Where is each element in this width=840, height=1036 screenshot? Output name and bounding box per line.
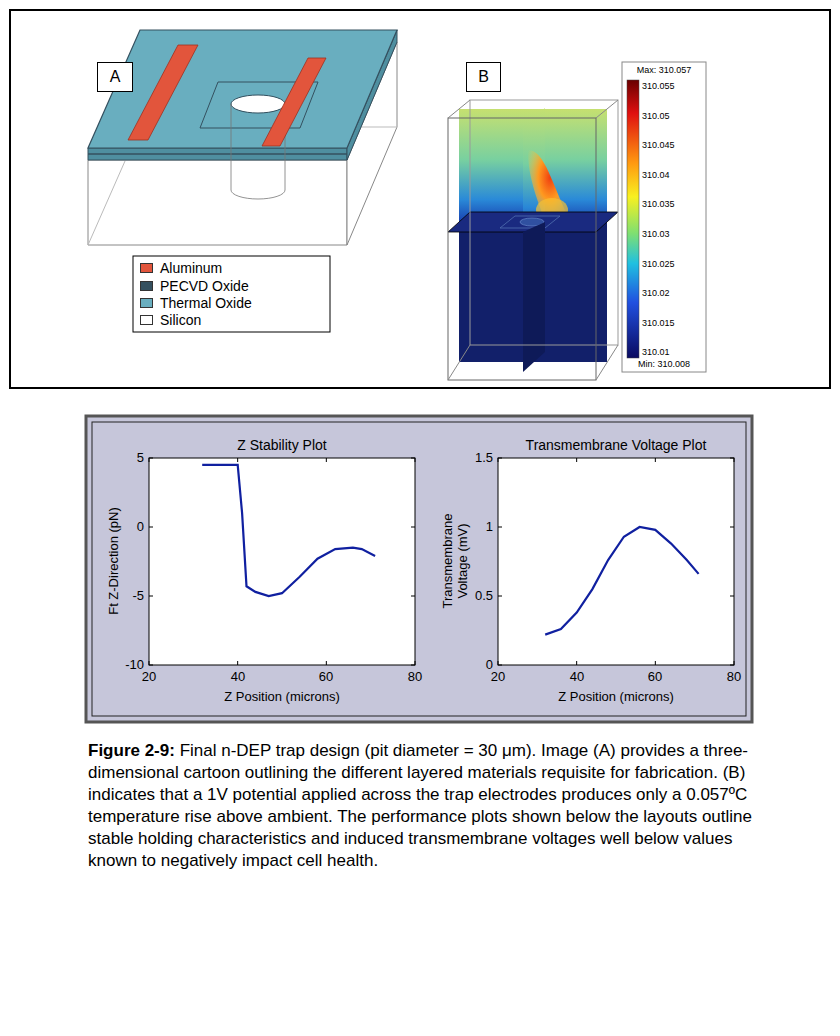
legend-swatch: [140, 281, 153, 291]
tick-label: 20: [491, 670, 505, 685]
tick-label: 80: [727, 670, 741, 685]
colorbar-tick: 310.01: [642, 347, 670, 357]
axis-ticks: [149, 458, 734, 665]
chip-cartoon: [88, 30, 397, 245]
colorbar-max: Max: 310.057: [637, 65, 692, 75]
colorbar-tick: 310.05: [642, 110, 670, 120]
legend-text: Aluminum: [160, 260, 222, 276]
legend-box: [133, 256, 330, 332]
plot-title: Transmembrane Voltage Plot: [526, 437, 707, 453]
axis-title: Z Position (microns): [224, 690, 340, 705]
plot-title: Z Stability Plot: [237, 437, 326, 453]
top-panel: [10, 10, 830, 388]
tick-label: 1.5: [475, 451, 493, 466]
tick-label: 20: [142, 670, 156, 685]
panel-letter-box: B: [466, 62, 501, 92]
colorbar-tick: 310.025: [642, 258, 675, 268]
plot-panel-inner: [92, 422, 746, 716]
tick-label: 5: [137, 451, 144, 466]
voltage-curve: [545, 527, 698, 635]
tick-label: 80: [408, 670, 422, 685]
panel-letter: A: [110, 68, 121, 86]
tick-label: 40: [570, 670, 584, 685]
tick-label: 0.5: [475, 589, 493, 604]
plot-axes: [498, 458, 734, 665]
colorbar-tick: 310.045: [642, 140, 675, 150]
colorbar: [627, 80, 639, 358]
axis-title: Z Position (microns): [558, 690, 674, 705]
tick-label: -10: [125, 658, 144, 673]
tick-label: 60: [319, 670, 333, 685]
plot-axes: [149, 458, 415, 665]
colorbar-tick: 310.03: [642, 229, 670, 239]
legend-text: PECVD Oxide: [160, 278, 249, 294]
thermal-simulation: [448, 100, 618, 380]
legend-text: Thermal Oxide: [160, 295, 252, 311]
legend-swatch: [140, 315, 153, 325]
axis-title: Transmembrane Voltage (mV): [441, 501, 471, 621]
axis-title: Ft Z-Direction (pN): [107, 507, 122, 615]
panel-letter: B: [478, 68, 489, 86]
tick-label: 60: [648, 670, 662, 685]
tick-label: -5: [132, 589, 144, 604]
colorbar-tick: 310.04: [642, 170, 670, 180]
colorbar-tick: 310.055: [642, 81, 675, 91]
force-curve: [202, 465, 375, 596]
tick-label: 0: [137, 520, 144, 535]
plot-panel: [86, 416, 752, 722]
legend-swatch: [140, 298, 153, 308]
figure-caption: Figure 2-9: Final n-DEP trap design (pit…: [88, 740, 756, 872]
legend-swatch: [140, 263, 153, 273]
legend-text: Silicon: [160, 312, 201, 328]
colorbar-frame: [622, 62, 706, 372]
colorbar-tick: 310.015: [642, 318, 675, 328]
panel-letter-box: A: [97, 62, 133, 92]
colorbar-tick: 310.02: [642, 288, 670, 298]
colorbar-tick: 310.035: [642, 199, 675, 209]
tick-label: 40: [231, 670, 245, 685]
tick-label: 1: [486, 520, 493, 535]
colorbar-min: Min: 310.008: [638, 359, 690, 369]
